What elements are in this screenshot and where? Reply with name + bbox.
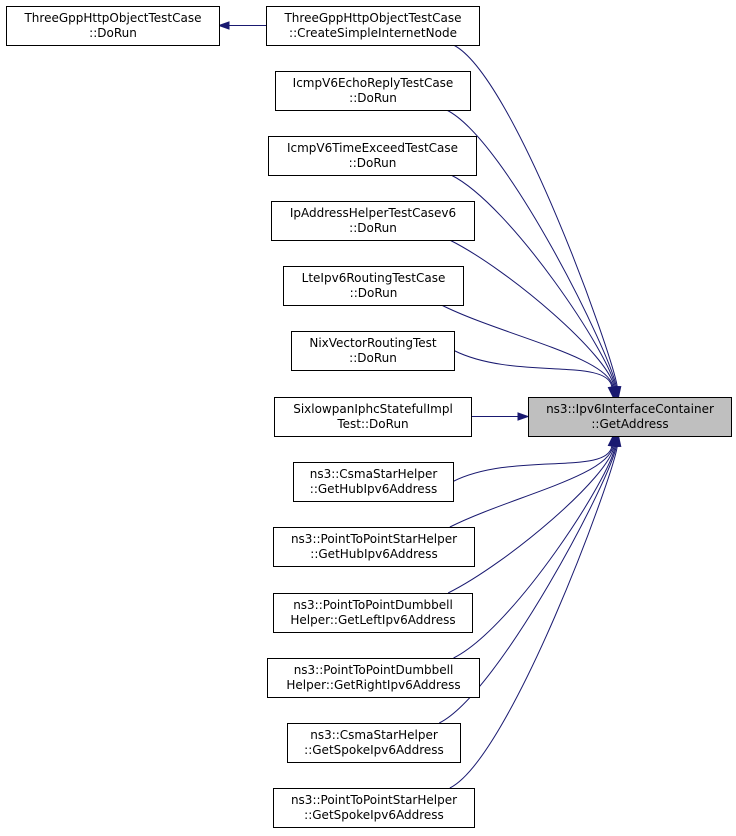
graph-node-threegpphttpobjecttestcase-dorun[interactable]: ThreeGppHttpObjectTestCase::DoRun — [6, 6, 220, 46]
node-box — [291, 331, 455, 371]
node-label-line: ::GetSpokeIpv6Address — [304, 808, 444, 822]
node-label-line: IpAddressHelperTestCasev6 — [290, 206, 456, 220]
node-label-line: ::GetHubIpv6Address — [310, 482, 437, 496]
edge-line — [449, 445, 618, 789]
node-box — [274, 397, 472, 437]
node-box — [273, 788, 475, 828]
graph-node-ns3-pointtopointdumbbell-helper-getrightipv6address[interactable]: ns3::PointToPointDumbbellHelper::GetRigh… — [267, 658, 480, 698]
node-label-line: ::DoRun — [350, 286, 398, 300]
node-label-line: ::GetHubIpv6Address — [310, 547, 437, 561]
edge-line — [453, 44, 618, 388]
graph-node-nixvectorroutingtest-dorun[interactable]: NixVectorRoutingTest::DoRun — [291, 331, 455, 371]
node-label-line: ::DoRun — [349, 91, 397, 105]
graph-node-ns3-pointtopointstarhelper-gethubipv6address[interactable]: ns3::PointToPointStarHelper::GetHubIpv6A… — [273, 527, 475, 567]
arrowhead-icon — [217, 21, 230, 30]
edge-target-to-n6 — [453, 350, 616, 399]
arrowhead-icon — [517, 412, 530, 421]
graph-node-lteipv6routingtestcase-dorun[interactable]: LteIpv6RoutingTestCase::DoRun — [283, 266, 464, 306]
node-label-line: ns3::PointToPointStarHelper — [291, 532, 457, 546]
node-box — [271, 201, 475, 241]
edge-target-to-n13 — [449, 434, 622, 789]
node-box — [283, 266, 464, 306]
node-label-line: ::DoRun — [349, 156, 397, 170]
node-label-line: ns3::PointToPointDumbbell — [294, 663, 454, 677]
node-label-line: ::DoRun — [349, 351, 397, 365]
node-label-line: ::GetAddress — [591, 417, 668, 431]
node-label-line: LteIpv6RoutingTestCase — [302, 271, 446, 285]
node-label-line: IcmpV6TimeExceedTestCase — [287, 141, 458, 155]
node-box — [6, 6, 220, 46]
node-box — [273, 593, 473, 633]
node-label-line: ThreeGppHttpObjectTestCase — [23, 11, 201, 25]
edge-target-to-n7 — [471, 412, 530, 421]
graph-node-icmpv6timeexceedtestcase-dorun[interactable]: IcmpV6TimeExceedTestCase::DoRun — [268, 136, 477, 176]
graph-node-ns3-csmastarhelper-gethubipv6address[interactable]: ns3::CsmaStarHelper::GetHubIpv6Address — [293, 462, 454, 502]
node-box — [266, 6, 480, 46]
node-label-line: ::DoRun — [349, 221, 397, 235]
node-label-line: ns3::PointToPointStarHelper — [291, 793, 457, 807]
node-box — [528, 397, 732, 437]
node-label-line: ns3::CsmaStarHelper — [310, 728, 438, 742]
node-label-line: ns3::PointToPointDumbbell — [293, 598, 453, 612]
node-label-line: NixVectorRoutingTest — [309, 336, 437, 350]
node-box — [268, 136, 477, 176]
graph-node-ns3-ipv6interfacecontainer-getaddress: ns3::Ipv6InterfaceContainer::GetAddress — [528, 397, 732, 437]
edge-n1-to-n0 — [217, 21, 266, 30]
edge-layer — [217, 21, 622, 789]
edge-target-to-n3 — [450, 174, 620, 399]
edge-target-to-n4 — [449, 239, 619, 399]
graph-node-ns3-csmastarhelper-getspokeipv6address[interactable]: ns3::CsmaStarHelper::GetSpokeIpv6Address — [287, 723, 461, 763]
edge-line — [441, 304, 614, 388]
node-label-line: ns3::Ipv6InterfaceContainer — [546, 402, 714, 416]
node-label-line: ::CreateSimpleInternetNode — [289, 26, 457, 40]
node-box — [273, 527, 475, 567]
node-label-line: Helper::GetRightIpv6Address — [286, 678, 460, 692]
edge-target-to-n11 — [453, 434, 620, 659]
edge-target-to-n8 — [452, 434, 616, 482]
node-box — [287, 723, 461, 763]
edge-line — [452, 445, 613, 482]
node-label-line: ThreeGppHttpObjectTestCase — [283, 11, 461, 25]
node-box — [293, 462, 454, 502]
edge-target-to-n10 — [447, 434, 619, 594]
node-layer: ThreeGppHttpObjectTestCase::DoRunThreeGp… — [6, 6, 732, 828]
node-label-line: ns3::CsmaStarHelper — [310, 467, 438, 481]
arrowhead-icon — [613, 434, 622, 447]
graph-node-threegpphttpobjecttestcase-createsimpleinternetnode[interactable]: ThreeGppHttpObjectTestCase::CreateSimple… — [266, 6, 480, 46]
edge-line — [439, 445, 617, 724]
node-label-line: ::GetSpokeIpv6Address — [304, 743, 444, 757]
node-label-line: SixlowpanIphcStatefulImpl — [293, 402, 453, 416]
graph-node-icmpv6echoreplytestcase-dorun[interactable]: IcmpV6EchoReplyTestCase::DoRun — [275, 71, 471, 111]
node-label-line: Test::DoRun — [336, 417, 408, 431]
node-label-line: Helper::GetLeftIpv6Address — [290, 613, 455, 627]
edge-line — [449, 445, 614, 528]
edge-line — [449, 239, 615, 388]
arrowhead-icon — [607, 386, 616, 399]
graph-node-ns3-pointtopointdumbbell-helper-getleftipv6address[interactable]: ns3::PointToPointDumbbellHelper::GetLeft… — [273, 593, 473, 633]
graph-node-ipaddresshelpertestcasev6-dorun[interactable]: IpAddressHelperTestCasev6::DoRun — [271, 201, 475, 241]
edge-line — [453, 350, 613, 388]
edge-line — [453, 445, 616, 659]
edge-line — [446, 109, 617, 388]
node-box — [267, 658, 480, 698]
edge-line — [447, 445, 615, 594]
node-label-line: IcmpV6EchoReplyTestCase — [293, 76, 454, 90]
node-box — [275, 71, 471, 111]
graph-node-ns3-pointtopointstarhelper-getspokeipv6address[interactable]: ns3::PointToPointStarHelper::GetSpokeIpv… — [273, 788, 475, 828]
node-label-line: ::DoRun — [89, 26, 137, 40]
edge-target-to-n5 — [441, 304, 618, 399]
edge-line — [450, 174, 616, 388]
